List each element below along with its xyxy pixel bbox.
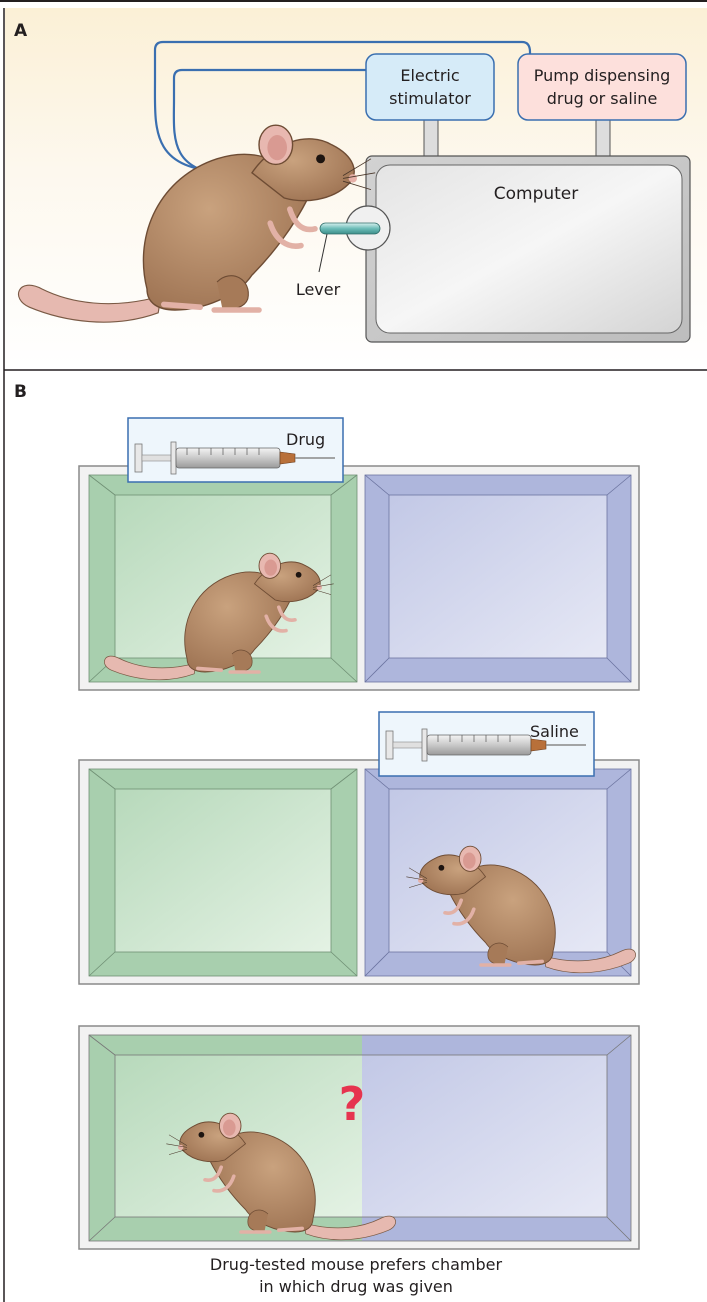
panel-a: A Electric stimulator Pump dispensing dr… [4,8,707,370]
question-mark: ? [339,1077,366,1131]
chamber-3-blue-back-wall [362,1055,607,1217]
lever-label: Lever [296,280,341,299]
chamber-3: ? [79,1026,639,1249]
pump-label-line2: drug or saline [547,89,658,108]
computer-label: Computer [494,184,579,204]
panel-b-letter: B [14,382,27,402]
electric-stimulator-box [366,54,494,120]
drug-label: Drug [286,430,325,449]
saline-syringe-card: Saline [379,712,594,776]
stimulator-post [424,118,438,158]
electric-stimulator-label-line2: stimulator [389,89,471,108]
chamber-2-green-back-wall [115,789,331,952]
chamber-1 [79,466,639,690]
chamber-1-blue-back-wall [389,495,607,658]
panel-b: B [14,382,639,1296]
electric-stimulator-label-line1: Electric [400,66,459,85]
lever [320,223,380,234]
pump-label-line1: Pump dispensing [534,66,671,85]
chamber-2 [79,760,639,984]
pump-box [518,54,686,120]
saline-label: Saline [530,722,579,741]
pump-post [596,118,610,158]
caption-line2: in which drug was given [259,1277,453,1296]
panel-a-letter: A [14,21,28,41]
caption-line1: Drug-tested mouse prefers chamber [210,1255,503,1274]
drug-syringe-card: Drug [128,418,343,482]
